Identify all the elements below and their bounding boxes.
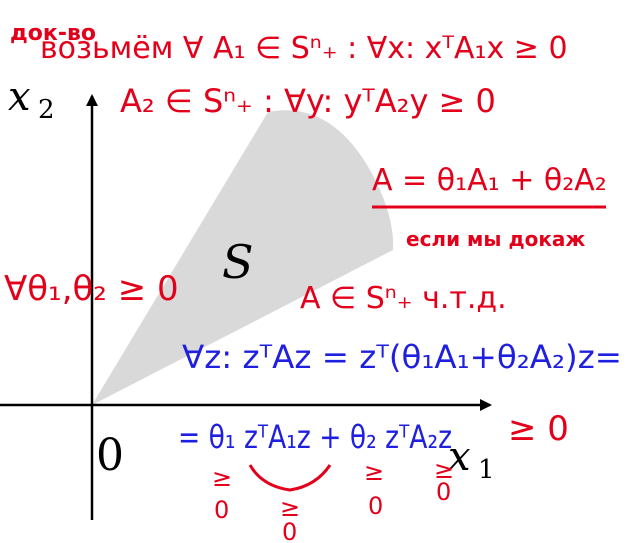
note-line1: возьмём ∀ A₁ ∈ Sⁿ₊ : ∀x: xᵀA₁x ≥ 0 xyxy=(40,31,568,66)
note-expand: = θ₁ zᵀA₁z + θ₂ zᵀA₂z xyxy=(178,418,452,456)
note-proof-title: док-во xyxy=(10,21,96,46)
note-theta-cond: ∀θ₁,θ₂ ≥ 0 xyxy=(4,269,179,309)
y-axis-subscript: 2 xyxy=(38,95,55,125)
region-label: S xyxy=(222,235,254,289)
svg-text:0: 0 xyxy=(436,478,451,506)
svg-text:≥: ≥ xyxy=(364,458,384,486)
svg-text:≥: ≥ xyxy=(280,494,300,522)
origin-label: 0 xyxy=(96,430,124,481)
note-membership: A ∈ Sⁿ₊ ч.т.д. xyxy=(300,281,507,316)
note-forall-z: ∀z: zᵀAz = zᵀ(θ₁A₁+θ₂A₂)z= xyxy=(182,338,622,376)
svg-text:0: 0 xyxy=(214,496,229,524)
svg-text:≥: ≥ xyxy=(212,464,232,492)
brace-mark xyxy=(248,464,332,492)
svg-text:≥: ≥ xyxy=(434,456,454,484)
svg-text:0: 0 xyxy=(282,518,297,543)
note-if-show: если мы докаж xyxy=(406,227,585,251)
note-combo: A = θ₁A₁ + θ₂A₂ xyxy=(372,163,607,198)
x-axis-label: x xyxy=(448,434,471,480)
x-axis-subscript: 1 xyxy=(478,455,495,485)
note-line2: A₂ ∈ Sⁿ₊ : ∀y: yᵀA₂y ≥ 0 xyxy=(120,82,496,120)
cone-region xyxy=(92,110,394,406)
svg-text:0: 0 xyxy=(368,492,383,520)
nonneg-marks: ≥ 0 ≥ 0 ≥ 0 ≥ 0 xyxy=(212,456,454,543)
note-geq-zero: ≥ 0 xyxy=(508,409,569,449)
y-axis-label: x xyxy=(8,74,31,120)
